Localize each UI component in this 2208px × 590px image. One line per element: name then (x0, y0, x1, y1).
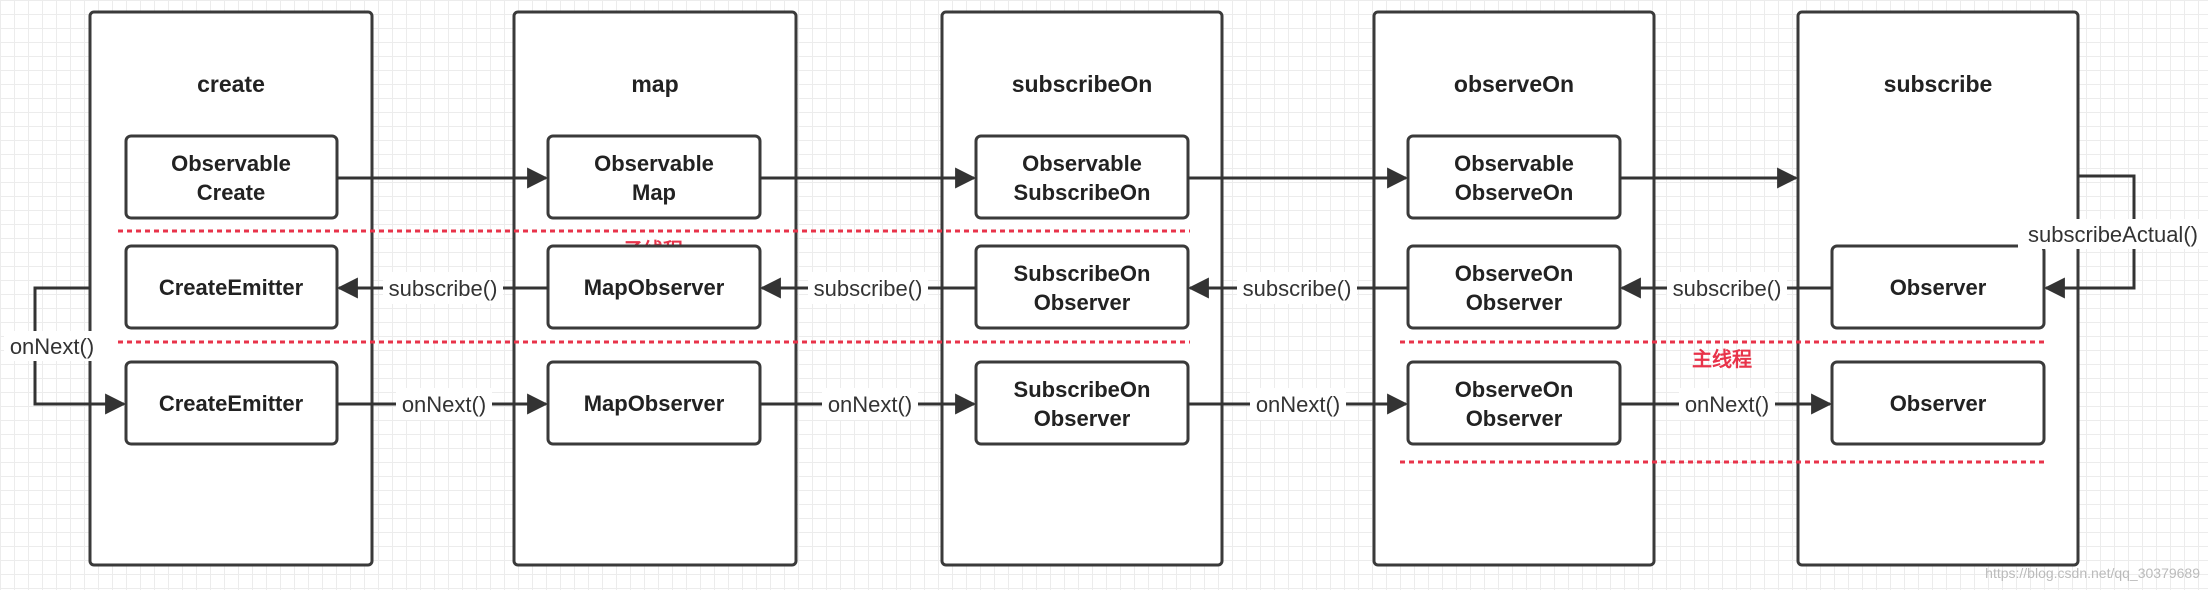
node-label: Observable (171, 151, 291, 176)
node-label: MapObserver (584, 391, 725, 416)
node-label: Observer (1466, 406, 1563, 431)
node-label: Observable (1022, 151, 1142, 176)
node-label: SubscribeOn (1014, 377, 1151, 402)
on-next-label: onNext() (1685, 392, 1769, 417)
node-observe-on-observer-subscribe: ObserveOn Observer (1406, 244, 1622, 330)
node-label: MapObserver (584, 275, 725, 300)
main-thread-label: 主线程 (1692, 347, 1752, 371)
node-label: ObserveOn (1455, 261, 1574, 286)
node-label: Observer (1466, 290, 1563, 315)
node-observable-observe-on: Observable ObserveOn (1406, 134, 1622, 220)
on-next-label: onNext() (402, 392, 486, 417)
subscribe-label: subscribe() (1673, 276, 1782, 301)
node-label: SubscribeOn (1014, 180, 1151, 205)
node-create-emitter-next: CreateEmitter (124, 360, 339, 446)
on-next-label: onNext() (828, 392, 912, 417)
on-next-label: onNext() (1256, 392, 1340, 417)
node-label: SubscribeOn (1014, 261, 1151, 286)
node-label: Observable (1454, 151, 1574, 176)
node-label: ObserveOn (1455, 180, 1574, 205)
node-label: CreateEmitter (159, 391, 304, 416)
node-observable-map: Observable Map (546, 134, 762, 220)
on-next-label: onNext() (10, 334, 94, 359)
node-observe-on-observer-next: ObserveOn Observer (1406, 360, 1622, 446)
column-title: create (197, 71, 265, 97)
node-label: Create (197, 180, 265, 205)
node-label: Observer (1890, 391, 1987, 416)
node-subscribe-on-observer-next: SubscribeOn Observer (974, 360, 1190, 446)
node-observable-create: Observable Create (124, 134, 339, 220)
subscribe-label: subscribe() (389, 276, 498, 301)
subscribe-label: subscribe() (1243, 276, 1352, 301)
node-label: Observer (1034, 290, 1131, 315)
watermark: https://blog.csdn.net/qq_30379689 (1985, 565, 2200, 581)
node-label: Observable (594, 151, 714, 176)
node-observer-next: Observer (1830, 360, 2046, 446)
column-title: subscribeOn (1012, 71, 1153, 97)
column-title: subscribe (1884, 71, 1993, 97)
node-observable-subscribe-on: Observable SubscribeOn (974, 134, 1190, 220)
node-map-observer-next: MapObserver (546, 360, 762, 446)
column-title: observeOn (1454, 71, 1574, 97)
subscribe-actual-label: subscribeActual() (2028, 222, 2198, 247)
node-subscribe-on-observer-subscribe: SubscribeOn Observer (974, 244, 1190, 330)
node-create-emitter-subscribe: CreateEmitter (124, 244, 339, 330)
subscribe-label: subscribe() (814, 276, 923, 301)
node-label: Observer (1890, 275, 1987, 300)
column-title: map (631, 71, 678, 97)
node-label: Observer (1034, 406, 1131, 431)
node-map-observer-subscribe: MapObserver (546, 244, 762, 330)
node-observer-subscribe: Observer (1830, 244, 2046, 330)
node-label: Map (632, 180, 676, 205)
node-label: CreateEmitter (159, 275, 304, 300)
node-label: ObserveOn (1455, 377, 1574, 402)
